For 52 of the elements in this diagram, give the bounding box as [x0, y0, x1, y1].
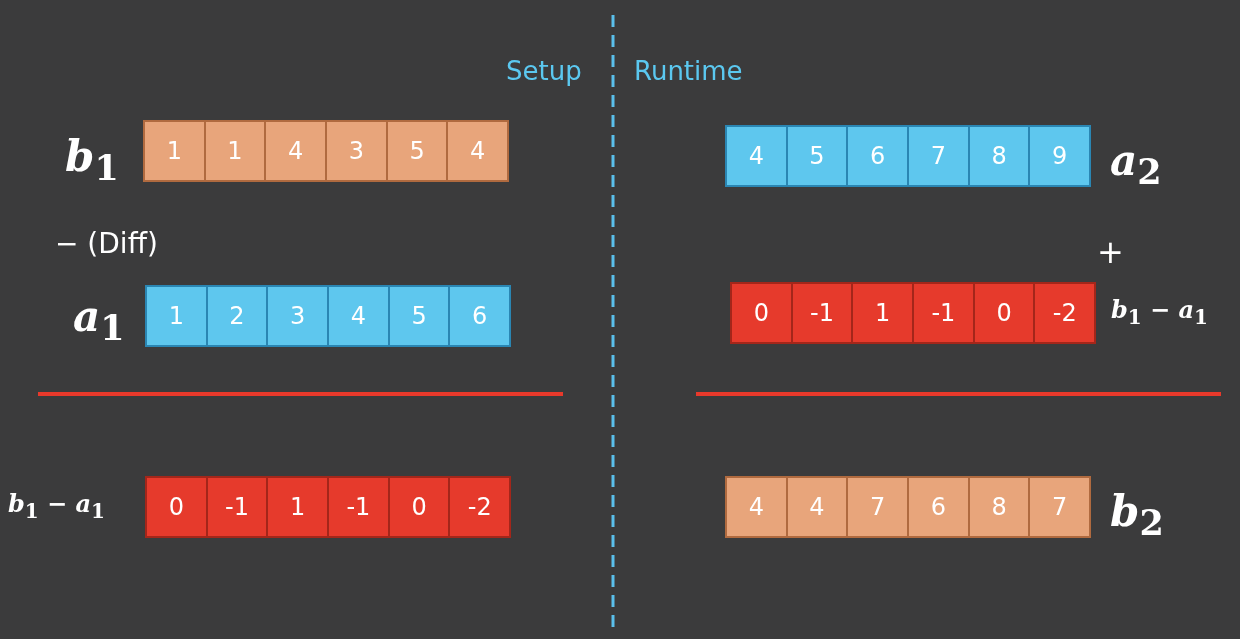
array-cell: -1 — [792, 284, 854, 342]
array-cell: 4 — [448, 122, 508, 180]
array-cell: 0 — [389, 478, 451, 536]
array-cell: 0 — [974, 284, 1036, 342]
operation-label: − (Diff) — [55, 230, 158, 258]
math-label: b$_{1}$ − a$_{1}$ — [1111, 298, 1208, 327]
math-label: a$_{2}$ — [1110, 140, 1162, 190]
array-cell: 3 — [327, 122, 388, 180]
array-cell: 4 — [727, 478, 788, 536]
array-cell: 1 — [268, 478, 329, 536]
array-cell: 8 — [969, 127, 1031, 185]
array-bar — [145, 285, 511, 347]
array-cell: 3 — [268, 287, 329, 345]
array-cell: 4 — [727, 127, 788, 185]
array-cell: 1 — [205, 122, 267, 180]
array-bar — [730, 282, 1096, 344]
array-cell: -1 — [329, 478, 390, 536]
array-bar — [725, 476, 1091, 538]
array-cell: -2 — [1035, 284, 1095, 342]
array-cell: 0 — [732, 284, 793, 342]
array-cell: -1 — [207, 478, 269, 536]
array-cell: 2 — [207, 287, 269, 345]
array-cell: 5 — [787, 127, 849, 185]
array-bar — [145, 476, 511, 538]
array-cell: 9 — [1030, 127, 1090, 185]
math-label: b$_{1}$ — [65, 136, 119, 186]
section-label: Runtime — [634, 58, 743, 84]
array-cell: 1 — [853, 284, 914, 342]
array-cell: 0 — [147, 478, 208, 536]
array-cell: 7 — [1030, 478, 1090, 536]
math-label: b$_{1}$ − a$_{1}$ — [8, 492, 105, 521]
array-bar — [725, 125, 1091, 187]
array-cell: 4 — [787, 478, 849, 536]
array-cell: 1 — [145, 122, 206, 180]
math-label: b$_{2}$ — [1110, 491, 1164, 541]
array-cell: -1 — [914, 284, 975, 342]
array-cell: 7 — [848, 478, 909, 536]
array-cell: 4 — [266, 122, 327, 180]
array-cell: 4 — [329, 287, 390, 345]
array-cell: -2 — [450, 478, 510, 536]
math-label: a$_{1}$ — [73, 296, 125, 346]
array-cell: 5 — [389, 287, 451, 345]
section-label: Setup — [506, 58, 582, 84]
array-cell: 6 — [848, 127, 909, 185]
array-cell: 1 — [147, 287, 208, 345]
array-cell: 6 — [909, 478, 970, 536]
array-bar — [143, 120, 509, 182]
array-cell: 8 — [969, 478, 1031, 536]
operation-label: + — [1097, 236, 1124, 268]
array-cell: 6 — [450, 287, 510, 345]
array-cell: 5 — [387, 122, 449, 180]
array-cell: 7 — [909, 127, 970, 185]
